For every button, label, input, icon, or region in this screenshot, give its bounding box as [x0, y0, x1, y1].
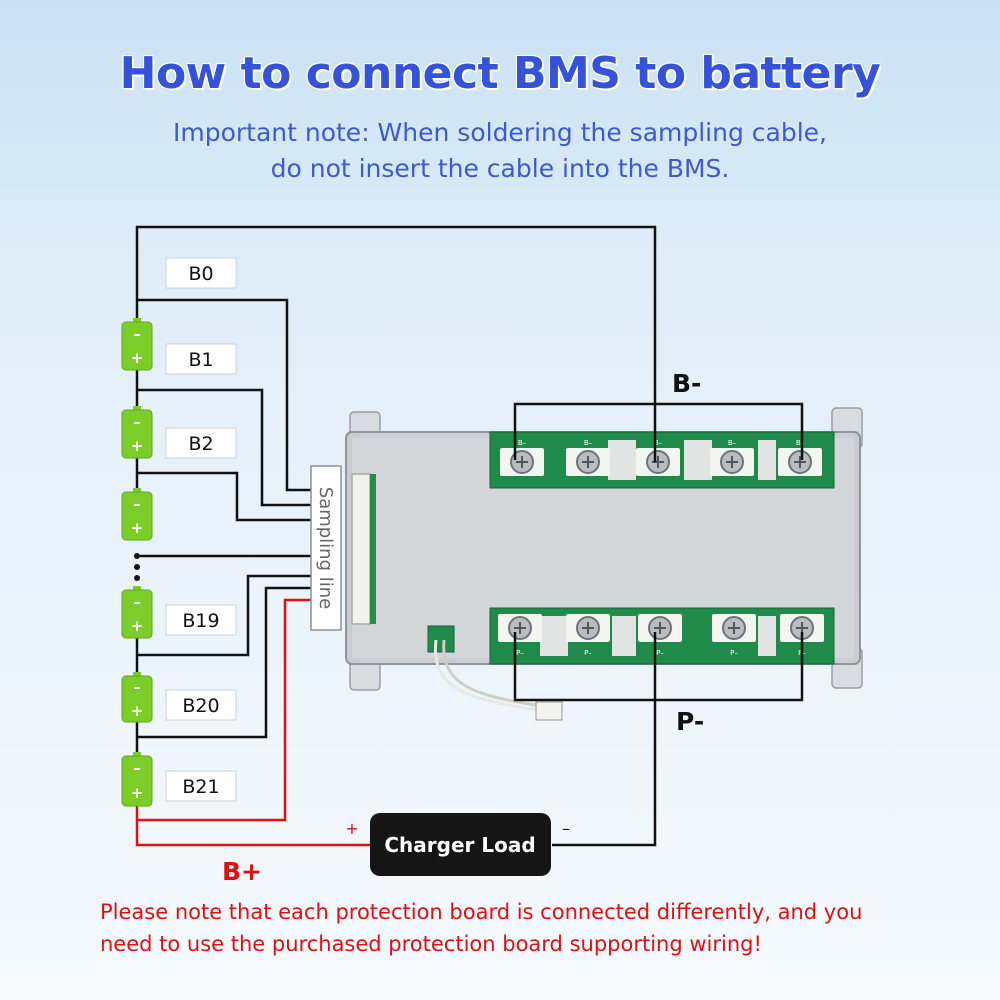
ntc-plug	[535, 701, 563, 721]
wire-b2	[137, 471, 312, 522]
cell-2: – +	[121, 406, 153, 459]
wire-b-plus	[135, 806, 370, 847]
svg-text:–: –	[133, 759, 141, 777]
important-note-line1: Important note: When soldering the sampl…	[172, 118, 828, 147]
important-note-line2: do not insert the cable into the BMS.	[270, 154, 730, 183]
wire-b19	[137, 574, 312, 657]
sampling-connector	[351, 473, 371, 625]
bms-case-surface	[352, 438, 854, 658]
label-box-b0	[165, 257, 237, 289]
svg-text:–: –	[133, 495, 141, 513]
cell-6: – +	[121, 752, 153, 807]
screw-b-4	[710, 448, 754, 476]
label-box-b20	[165, 689, 237, 721]
wire-p-minus-bracket	[513, 632, 804, 702]
sampling-line-label: Sampling line	[315, 487, 336, 609]
label-box-b1	[165, 343, 237, 375]
wire-b-minus-main	[135, 225, 657, 462]
b-minus-terminals: B– B– B– B– B–	[500, 439, 822, 476]
pad-label-b3: B–	[654, 439, 663, 447]
svg-text:+: +	[131, 519, 144, 537]
label-b20: B20	[182, 695, 219, 717]
svg-text:+: +	[131, 617, 144, 635]
p-minus-label: P-	[676, 707, 704, 736]
label-box-b2	[165, 427, 237, 459]
svg-text:+: +	[131, 702, 144, 720]
charger-load-label: Charger Load	[384, 833, 535, 857]
wire-b0	[137, 298, 312, 492]
screw-b-1	[500, 448, 544, 476]
solder-strip-bot-1	[540, 616, 568, 656]
cell-1: – +	[121, 318, 153, 371]
svg-text:+: +	[131, 784, 144, 802]
screw-p-2	[566, 614, 610, 642]
label-b19: B19	[182, 610, 219, 632]
sampling-line-box	[310, 465, 342, 631]
label-box-b19	[165, 604, 237, 636]
screw-p-4	[712, 614, 756, 642]
connector-pcb-edge	[370, 474, 376, 624]
svg-text:+: +	[131, 437, 144, 455]
svg-text:–: –	[133, 325, 141, 343]
wire-b20	[137, 586, 312, 739]
page-title: How to connect BMS to battery	[119, 48, 881, 99]
pad-label-p1: P–	[516, 649, 524, 657]
label-b1: B1	[188, 349, 213, 371]
pad-label-b5: B–	[796, 439, 805, 447]
header-band	[0, 0, 1000, 200]
label-b21: B21	[182, 776, 219, 798]
wire-b21	[137, 598, 312, 822]
red-wires	[135, 598, 370, 847]
battery-cells: – + – + – + – + – +	[121, 318, 153, 807]
wire-b-minus-bracket	[513, 402, 804, 460]
svg-text:–: –	[133, 678, 141, 696]
charger-load-box	[370, 813, 551, 876]
pad-label-b2: B–	[584, 439, 593, 447]
cell-3: – +	[121, 488, 153, 541]
svg-text:–: –	[133, 413, 141, 431]
solder-strip-top-1	[608, 440, 636, 480]
ntc-wire-1	[433, 639, 541, 712]
ellipsis-dots	[134, 553, 140, 581]
pad-label-b4: B–	[728, 439, 737, 447]
charger-plus-sign: +	[345, 819, 358, 838]
solder-strip-bot-3	[758, 616, 776, 656]
bms-board	[345, 407, 863, 721]
cell-5: – +	[121, 672, 153, 723]
solder-strip-top-3	[758, 440, 776, 480]
pad-label-p4: P–	[730, 649, 738, 657]
pad-label-p2: P–	[584, 649, 592, 657]
b-label-boxes: B0 B1 B2 B19 B20 B21	[165, 257, 237, 802]
screw-b-3	[636, 448, 680, 476]
screw-b-2	[566, 448, 610, 476]
ntc-wire-2	[442, 639, 543, 708]
label-box-b21	[165, 770, 237, 802]
b-plus-label: B+	[222, 857, 262, 886]
pad-label-p3: P–	[656, 649, 664, 657]
wire-p-minus-charger	[552, 632, 657, 847]
warning-line2: need to use the purchased protection boa…	[100, 932, 762, 956]
solder-strip-top-2	[684, 440, 712, 480]
screw-b-5	[778, 448, 822, 476]
solder-strip-bot-2	[612, 616, 636, 656]
charger-minus-sign: –	[562, 819, 570, 838]
pad-label-b1: B–	[518, 439, 527, 447]
wire-b1	[137, 388, 312, 507]
b-minus-label: B-	[672, 369, 701, 398]
black-wires	[135, 225, 804, 847]
ntc-pad	[427, 625, 455, 653]
charger-load: Charger Load + –	[345, 813, 570, 876]
warning-line1: Please note that each protection board i…	[100, 900, 863, 924]
label-b0: B0	[188, 263, 213, 285]
cell-4: – +	[121, 586, 153, 639]
label-b2: B2	[188, 433, 213, 455]
screw-p-1	[498, 614, 542, 642]
svg-text:–: –	[133, 593, 141, 611]
screw-p-3	[638, 614, 682, 642]
svg-text:+: +	[131, 349, 144, 367]
